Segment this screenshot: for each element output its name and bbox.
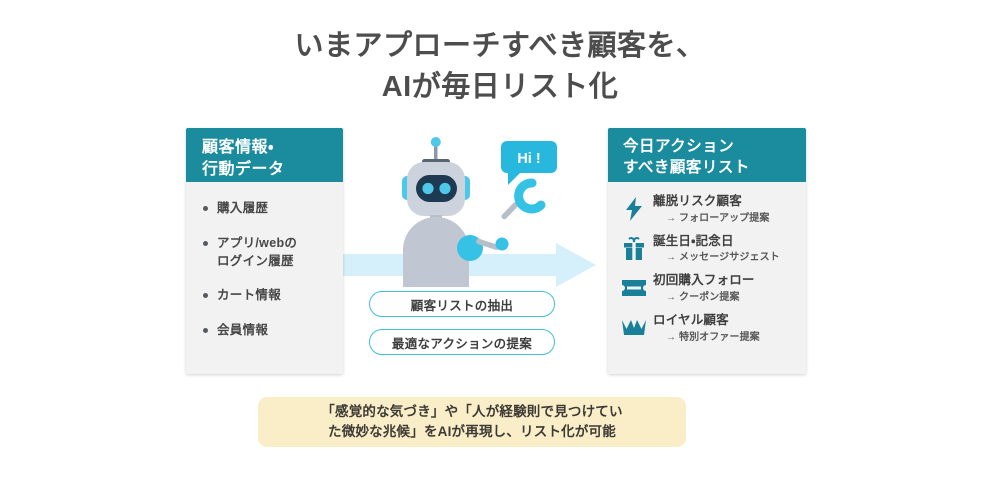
list-item-subtitle: → フォローアップ提案 [666, 212, 770, 224]
list-item-label: 購入履歴 [217, 200, 268, 218]
caption-line1: 「感覚的な気づき」や「人が経験則で見つけてい [321, 403, 623, 419]
today-action-panel-header: 今日アクション すべき顧客リスト [608, 128, 806, 182]
list-item-line1: 購入履歴 [217, 201, 269, 215]
list-item-subtitle: → メッセージサジェスト [666, 252, 780, 264]
caption-box: 「感覚的な気づき」や「人が経験則で見つけてい た微妙な兆候」をAIが再現し、リス… [258, 397, 686, 447]
list-item-title: 初回購入フォロー [653, 273, 755, 288]
bullet-dot-icon [203, 206, 208, 211]
bullet-dot-icon [203, 293, 208, 299]
today-action-header-line2: すべき顧客リスト [623, 159, 750, 177]
caption-text: 「感覚的な気づき」や「人が経験則で見つけてい た微妙な兆候」をAIが再現し、リス… [321, 402, 622, 443]
list-item-label: 会員情報 [217, 322, 268, 340]
page-title-line2: AIが毎日リスト化 [381, 71, 619, 104]
list-item-title: 誕生日・記念日 [653, 233, 734, 248]
ai-robot-icon [381, 132, 581, 292]
list-item: 誕生日・記念日 → メッセージサジェスト [620, 234, 806, 265]
list-item-subtitle: → 特別オファー提案 [666, 331, 760, 343]
customer-data-header-line1: 顧客情報・ [202, 139, 274, 156]
list-item: アプリ/webの ログイン履歴 [203, 235, 343, 271]
customer-data-panel-body: 購入履歴 アプリ/webの ログイン履歴 カート情報 会員情報 [186, 182, 343, 374]
list-item: 購入履歴 [203, 200, 343, 218]
list-item: ロイヤル顧客 → 特別オファー提案 [620, 313, 806, 344]
extract-customer-list-pill[interactable]: 顧客リストの抽出 [369, 291, 555, 317]
customer-data-panel: 顧客情報・ 行動データ 購入履歴 アプリ/webの ログイン履歴 カ [186, 128, 343, 374]
list-item: 初回購入フォロー → クーポン提案 [620, 273, 806, 304]
bullet-dot-icon [203, 328, 208, 333]
customer-data-header-line2: 行動データ [202, 160, 285, 178]
speech-bubble-text: Hi ! [517, 151, 540, 167]
caption-line2: た微妙な兆候」をAIが再現し、リスト化が可能 [328, 424, 616, 439]
list-item: 離脱リスク顧客 → フォローアップ提案 [620, 194, 806, 225]
list-item-subtitle: → クーポン提案 [666, 291, 740, 303]
speech-bubble: Hi ! [501, 141, 563, 192]
today-action-list-panel: 今日アクション すべき顧客リスト 離脱リスク顧客 → フォローアップ提案 [608, 128, 806, 374]
crown-icon [620, 313, 648, 343]
list-item-line1: 会員情報 [217, 323, 269, 337]
list-item: カート情報 [203, 287, 343, 305]
suggest-best-action-pill[interactable]: 最適なアクションの提案 [369, 329, 555, 355]
list-item-label: カート情報 [217, 287, 281, 305]
bullet-dot-icon [203, 240, 208, 246]
list-item: 会員情報 [203, 322, 343, 340]
today-action-header-line1: 今日アクション [623, 138, 735, 155]
page-title-line1: いまアプローチすべき顧客を、 [294, 30, 706, 62]
list-item-line1: アプリ/webの [217, 235, 298, 250]
gift-box-icon [620, 234, 648, 264]
list-item-line2: ログイン履歴 [217, 253, 294, 268]
coupon-ticket-icon [620, 273, 648, 303]
list-item-line1: カート情報 [217, 288, 282, 303]
lightning-bolt-icon [620, 194, 648, 224]
page-title: いまアプローチすべき顧客を、 AIが毎日リスト化 [0, 26, 1000, 108]
customer-data-panel-header: 顧客情報・ 行動データ [186, 128, 343, 182]
list-item-title: ロイヤル顧客 [653, 312, 729, 327]
today-action-panel-body: 離脱リスク顧客 → フォローアップ提案 誕生日・記念日 → メッセージサジェ [608, 182, 806, 374]
list-item-title: 離脱リスク顧客 [653, 194, 742, 208]
list-item-label: アプリ/webの ログイン履歴 [217, 235, 297, 271]
